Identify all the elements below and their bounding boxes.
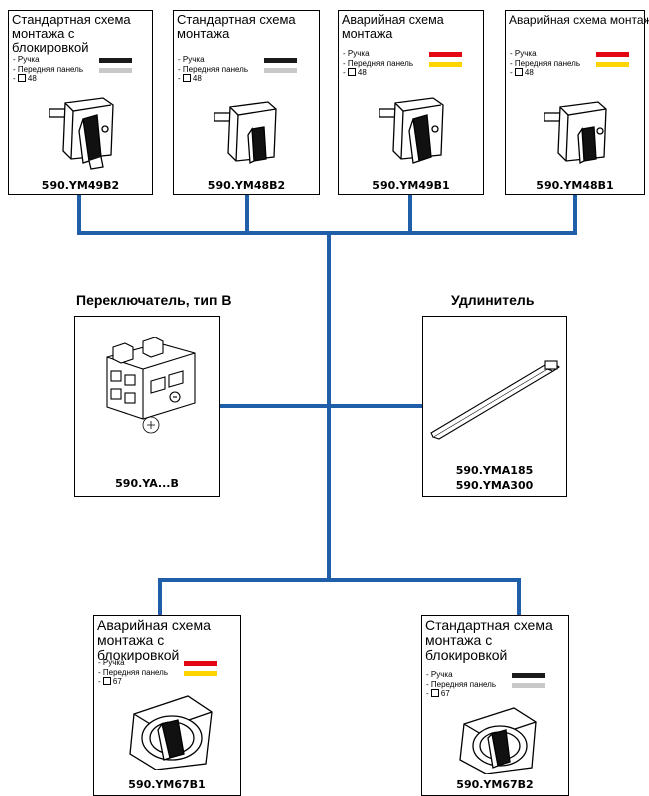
- panel-color-swatch: [512, 682, 545, 688]
- product-card-ym48b1: Аварийная схема монтажа - Ручка - Передн…: [505, 10, 649, 195]
- handle-color-swatch: [264, 58, 297, 63]
- size-label: 67: [112, 677, 122, 686]
- panel-label: - Передняя панель: [13, 64, 83, 74]
- card-title: Аварийная схема монтажа с блокировкой: [97, 617, 211, 663]
- product-card-ym67b2: Стандартная схема монтажа с блокировкой …: [421, 615, 569, 796]
- handle-label: - Ручка: [426, 670, 453, 679]
- switch-body-icon: [106, 337, 196, 434]
- card-legend: - Ручка - Передняя панель - 48: [13, 55, 132, 84]
- size-label: 48: [192, 74, 202, 83]
- square-size-icon: [182, 74, 191, 82]
- product-code: 590.YM48B2: [207, 179, 286, 192]
- extension-heading: Удлинитель: [451, 292, 535, 308]
- square-size-icon: [430, 689, 439, 697]
- handle-label: - Ручка: [510, 49, 537, 58]
- switch-heading: Переключатель, тип B: [76, 292, 232, 308]
- product-code-185: 590.YMA185: [455, 464, 534, 477]
- product-code: 590.YA...B: [115, 477, 179, 490]
- panel-color-swatch: [99, 67, 132, 73]
- card-legend: - Ручка - Передняя панель - 48: [178, 55, 297, 84]
- product-code: 590.YM67B2: [456, 778, 534, 791]
- card-title: Стандартная схема монтажа с блокировкой: [12, 12, 131, 55]
- product-code-300: 590.YMA300: [455, 479, 534, 492]
- shaft-icon: [430, 360, 560, 440]
- rotary-handle-icon: [544, 101, 607, 165]
- product-card-ym67b1: Аварийная схема монтажа с блокировкой - …: [93, 615, 241, 796]
- product-code: 590.YM48B1: [536, 179, 614, 192]
- panel-label: - Передняя панель: [343, 58, 413, 68]
- card-title: Аварийная схема монтажа: [509, 13, 649, 27]
- panel-label: - Передняя панель: [178, 64, 248, 74]
- panel-label: - Передняя панель: [98, 667, 168, 677]
- card-title: Стандартная схема монтажа с блокировкой: [425, 617, 553, 663]
- size-label: 48: [524, 68, 534, 77]
- size-label: 67: [440, 689, 450, 698]
- card-legend: - Ручка - Передняя панель - 48: [343, 49, 462, 78]
- size-label: 48: [27, 74, 37, 83]
- rotary-handle-icon: [214, 101, 277, 165]
- product-card-ym49b2: Стандартная схема монтажа с блокировкой …: [8, 10, 153, 195]
- panel-color-swatch: [596, 61, 629, 67]
- product-code: 590.YM49B2: [41, 179, 120, 192]
- handle-color-swatch: [99, 58, 132, 63]
- panel-label: - Передняя панель: [510, 58, 580, 68]
- size-label: 48: [357, 68, 367, 77]
- handle-color-swatch: [429, 52, 462, 57]
- product-code: 590.YM67B1: [128, 778, 206, 791]
- handle-color-swatch: [596, 52, 629, 57]
- card-title: Аварийная схема монтажа: [342, 13, 444, 41]
- card-legend: - Ручка - Передняя панель - 67: [426, 670, 545, 699]
- product-card-ym49b1: Аварийная схема монтажа - Ручка - Передн…: [338, 10, 484, 195]
- card-title: Стандартная схема монтажа: [177, 12, 296, 41]
- product-code: 590.YM49B1: [372, 179, 450, 192]
- square-size-icon: [347, 68, 356, 76]
- square-size-icon: [514, 68, 523, 76]
- product-card-switch: 590.YA...B: [74, 316, 220, 497]
- panel-color-swatch: [264, 67, 297, 73]
- handle-label: - Ручка: [13, 55, 40, 64]
- panel-color-swatch: [184, 670, 217, 676]
- panel-color-swatch: [429, 61, 462, 67]
- rotary-handle-icon: [49, 97, 114, 170]
- large-rotary-handle-icon: [459, 707, 537, 774]
- product-card-ym48b2: Стандартная схема монтажа - Ручка - Пере…: [173, 10, 320, 195]
- card-legend: - Ручка - Передняя панель - 67: [98, 658, 217, 687]
- product-card-extension: 590.YMA185 590.YMA300: [422, 316, 567, 497]
- handle-label: - Ручка: [98, 658, 125, 667]
- panel-label: - Передняя панель: [426, 679, 496, 689]
- large-rotary-handle-icon: [129, 695, 213, 770]
- handle-label: - Ручка: [178, 55, 205, 64]
- handle-label: - Ручка: [343, 49, 370, 58]
- handle-color-swatch: [512, 673, 545, 678]
- square-size-icon: [17, 74, 26, 82]
- square-size-icon: [102, 677, 111, 685]
- handle-color-swatch: [184, 661, 217, 666]
- rotary-handle-icon: [379, 97, 444, 164]
- card-legend: - Ручка - Передняя панель - 48: [510, 49, 629, 78]
